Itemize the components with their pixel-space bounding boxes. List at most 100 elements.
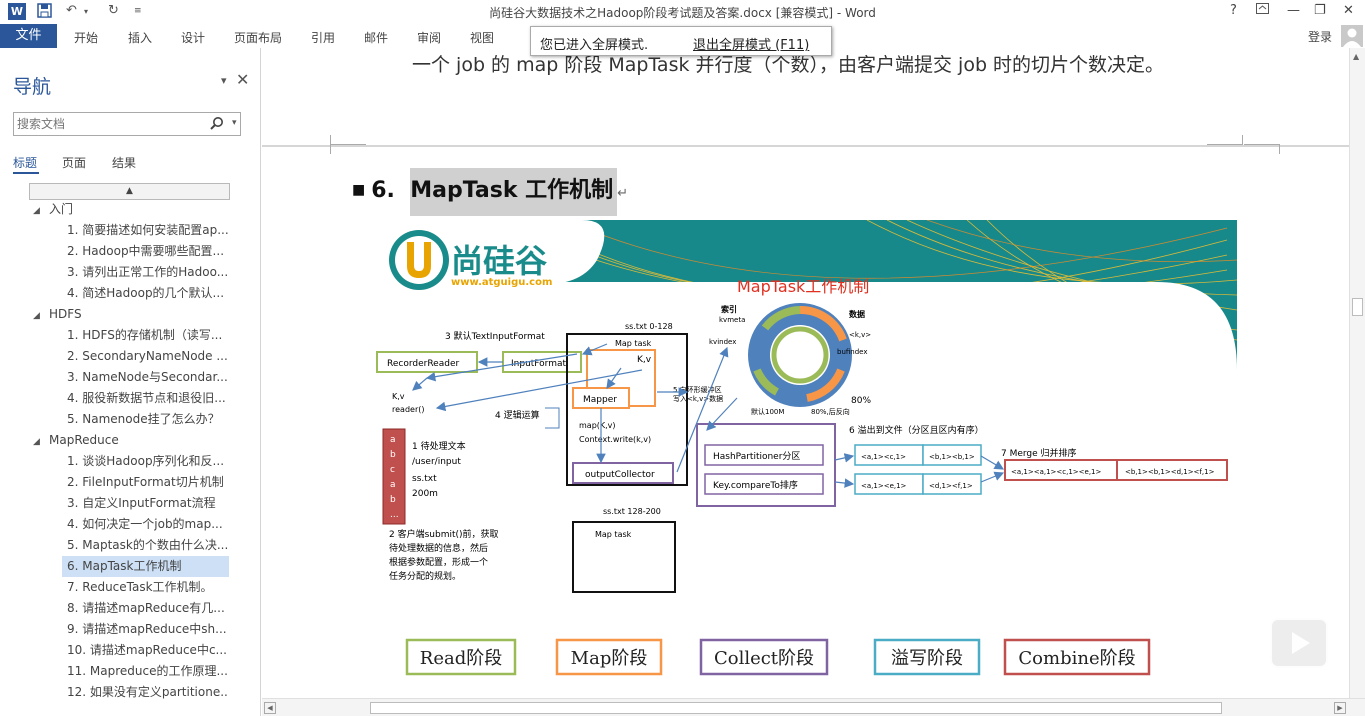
customize-quick-access-icon[interactable]: ≡ bbox=[134, 6, 142, 16]
tab-insert[interactable]: 插入 bbox=[128, 31, 153, 45]
video-play-button[interactable] bbox=[1270, 618, 1328, 668]
fullscreen-message: 您已进入全屏模式. bbox=[540, 38, 649, 53]
spill-2b-label: <d,1><f,1> bbox=[929, 482, 973, 490]
nav-heading-level2[interactable]: 3. NameNode与Secondar... bbox=[62, 367, 229, 388]
nav-close-icon[interactable]: ✕ bbox=[236, 70, 250, 89]
input-format-label: InputFormat bbox=[511, 359, 566, 369]
nav-heading-level2[interactable]: 1. 谈谈Hadoop序列化和反... bbox=[62, 451, 229, 472]
nav-heading-level2[interactable]: 7. ReduceTask工作机制。 bbox=[62, 577, 229, 598]
label-index: 索引 bbox=[721, 304, 737, 314]
tab-home[interactable]: 开始 bbox=[74, 31, 99, 45]
file-name-label: ss.txt bbox=[412, 474, 437, 484]
save-icon[interactable] bbox=[37, 3, 52, 22]
close-window-icon[interactable]: ✕ bbox=[1343, 3, 1354, 18]
document-canvas: 一个 job 的 map 阶段 MapTask 并行度（个数），由客户端提交 j… bbox=[262, 48, 1349, 698]
tab-view[interactable]: 视图 bbox=[470, 31, 495, 45]
search-options-dropdown-icon[interactable]: ▾ bbox=[232, 118, 237, 128]
tab-design[interactable]: 设计 bbox=[181, 31, 206, 45]
stage-box bbox=[405, 638, 517, 676]
nav-heading-label: HDFS bbox=[49, 307, 82, 321]
nav-tab-active-indicator bbox=[13, 172, 39, 174]
nav-heading-label: 2. Hadoop中需要哪些配置... bbox=[67, 244, 225, 258]
tab-page-layout[interactable]: 页面布局 bbox=[234, 31, 283, 45]
nav-heading-label: 6. MapTask工作机制 bbox=[67, 559, 182, 573]
merge-b-box bbox=[1116, 459, 1228, 481]
minimize-icon[interactable]: — bbox=[1287, 3, 1300, 18]
word-app-icon[interactable]: W bbox=[8, 3, 26, 20]
collapse-all-button[interactable]: ▲ bbox=[29, 183, 230, 200]
nav-heading-level1[interactable]: ◢ HDFS bbox=[33, 304, 233, 325]
nav-heading-level1[interactable]: ◢ MapReduce bbox=[33, 430, 233, 451]
label-step6: 6 溢出到文件（分区且区内有序） bbox=[849, 424, 984, 436]
recorder-reader-label: RecorderReader bbox=[387, 359, 459, 369]
label-bufindex: bufindex bbox=[837, 348, 868, 356]
nav-heading-label: 3. 自定义InputFormat流程 bbox=[67, 496, 216, 510]
nav-heading-level2[interactable]: 10. 请描述mapReduce中c... bbox=[62, 640, 229, 661]
nav-heading-level2[interactable]: 6. MapTask工作机制 bbox=[62, 556, 229, 577]
nav-heading-level2[interactable]: 4. 简述Hadoop的几个默认... bbox=[62, 283, 229, 304]
nav-search-input[interactable] bbox=[14, 113, 200, 135]
nav-tab-results[interactable]: 结果 bbox=[112, 156, 137, 170]
nav-heading-level2[interactable]: 9. 请描述mapReduce中sh... bbox=[62, 619, 229, 640]
search-icon[interactable] bbox=[210, 116, 224, 133]
nav-heading-level2[interactable]: 3. 自定义InputFormat流程 bbox=[62, 493, 229, 514]
nav-heading-level1[interactable]: ◢入门 bbox=[33, 199, 233, 220]
vertical-scrollbar[interactable]: ▲ bbox=[1349, 48, 1365, 698]
collect-group-box bbox=[696, 423, 836, 507]
tab-file[interactable]: 文件 bbox=[0, 24, 57, 48]
ribbon-display-options-icon[interactable] bbox=[1256, 3, 1269, 18]
horizontal-scrollbar[interactable]: ◀ ▶ bbox=[262, 698, 1365, 716]
nav-heading-level2[interactable]: 2. Hadoop中需要哪些配置... bbox=[62, 241, 229, 262]
nav-heading-level2[interactable]: 4. 服役新数据节点和退役旧... bbox=[62, 388, 229, 409]
spill-1b-label: <b,1><b,1> bbox=[929, 453, 975, 461]
nav-heading-level2[interactable]: 1. HDFS的存储机制（读写... bbox=[62, 325, 229, 346]
user-avatar[interactable] bbox=[1341, 25, 1363, 47]
label-sstxt-128-200: ss.txt 128-200 bbox=[603, 507, 661, 516]
expand-collapse-icon[interactable]: ◢ bbox=[33, 206, 40, 216]
redo-icon[interactable]: ↻ bbox=[108, 3, 119, 18]
previous-paragraph-line: 一个 job 的 map 阶段 MapTask 并行度（个数），由客户端提交 j… bbox=[412, 54, 1165, 76]
nav-search-box: ▾ bbox=[13, 112, 241, 136]
nav-tab-headings[interactable]: 标题 bbox=[13, 156, 38, 170]
sign-in-link[interactable]: 登录 bbox=[1308, 30, 1333, 44]
tab-references[interactable]: 引用 bbox=[311, 31, 336, 45]
tab-review[interactable]: 审阅 bbox=[417, 31, 442, 45]
restore-icon[interactable]: ❐ bbox=[1314, 3, 1326, 18]
nav-options-dropdown-icon[interactable]: ▾ bbox=[221, 74, 227, 87]
nav-heading-level2[interactable]: 4. 如何决定一个job的map... bbox=[62, 514, 229, 535]
logo-text: 尚硅谷 bbox=[451, 242, 547, 280]
decorative-curves-orange bbox=[576, 220, 1237, 279]
help-icon[interactable]: ? bbox=[1230, 3, 1237, 18]
stage-box bbox=[1003, 638, 1151, 676]
file-letter: c bbox=[390, 465, 395, 475]
nav-heading-level2[interactable]: 2. FileInputFormat切片机制 bbox=[62, 472, 229, 493]
scroll-right-icon[interactable]: ▶ bbox=[1334, 702, 1346, 714]
expand-collapse-icon[interactable]: ◢ bbox=[33, 437, 40, 447]
vertical-scroll-thumb[interactable] bbox=[1352, 298, 1363, 316]
section-heading[interactable]: ■6. MapTask 工作机制↵ bbox=[352, 168, 628, 216]
tab-mailings[interactable]: 邮件 bbox=[364, 31, 389, 45]
undo-dropdown-icon[interactable]: ▾ bbox=[84, 7, 89, 16]
nav-heading-level2[interactable]: 11. Mapreduce的工作原理... bbox=[62, 661, 229, 682]
nav-heading-level2[interactable]: 1. 简要描述如何安装配置ap... bbox=[62, 220, 229, 241]
nav-heading-label: 7. ReduceTask工作机制。 bbox=[67, 580, 213, 594]
nav-heading-level2[interactable]: 12. 如果没有定义partitione... bbox=[62, 682, 229, 703]
exit-fullscreen-link[interactable]: 退出全屏模式 (F11) bbox=[693, 38, 810, 53]
label-step5a: 5 向环形缓冲区 bbox=[673, 385, 722, 394]
title-bar: W ↶ ▾ ↻ ≡ 尚硅谷大数据技术之Hadoop阶段考试题及答案.docx [… bbox=[0, 0, 1365, 24]
horizontal-scroll-thumb[interactable] bbox=[370, 702, 1222, 714]
expand-collapse-icon[interactable]: ◢ bbox=[33, 311, 40, 321]
nav-heading-label: MapReduce bbox=[49, 433, 119, 447]
step2-line: 2 客户端submit()前，获取 bbox=[389, 528, 499, 540]
label-80pct: 80% bbox=[851, 396, 871, 406]
scroll-left-icon[interactable]: ◀ bbox=[264, 702, 276, 714]
nav-heading-level2[interactable]: 3. 请列出正常工作的Hadoo... bbox=[62, 262, 229, 283]
scroll-up-icon[interactable]: ▲ bbox=[1353, 52, 1360, 61]
nav-heading-level2[interactable]: 5. Maptask的个数由什么决... bbox=[62, 535, 229, 556]
nav-tab-pages[interactable]: 页面 bbox=[62, 156, 87, 170]
nav-heading-level2[interactable]: 5. Namenode挂了怎么办？ bbox=[62, 409, 229, 430]
nav-heading-level2[interactable]: 2. SecondaryNameNode ... bbox=[62, 346, 229, 367]
undo-icon[interactable]: ↶ bbox=[66, 3, 77, 18]
maptask-diagram-figure[interactable]: 尚硅谷 www.atguigu.com MapTask工作机制 索引 kvmet… bbox=[367, 220, 1237, 698]
nav-heading-level2[interactable]: 8. 请描述mapReduce有几... bbox=[62, 598, 229, 619]
